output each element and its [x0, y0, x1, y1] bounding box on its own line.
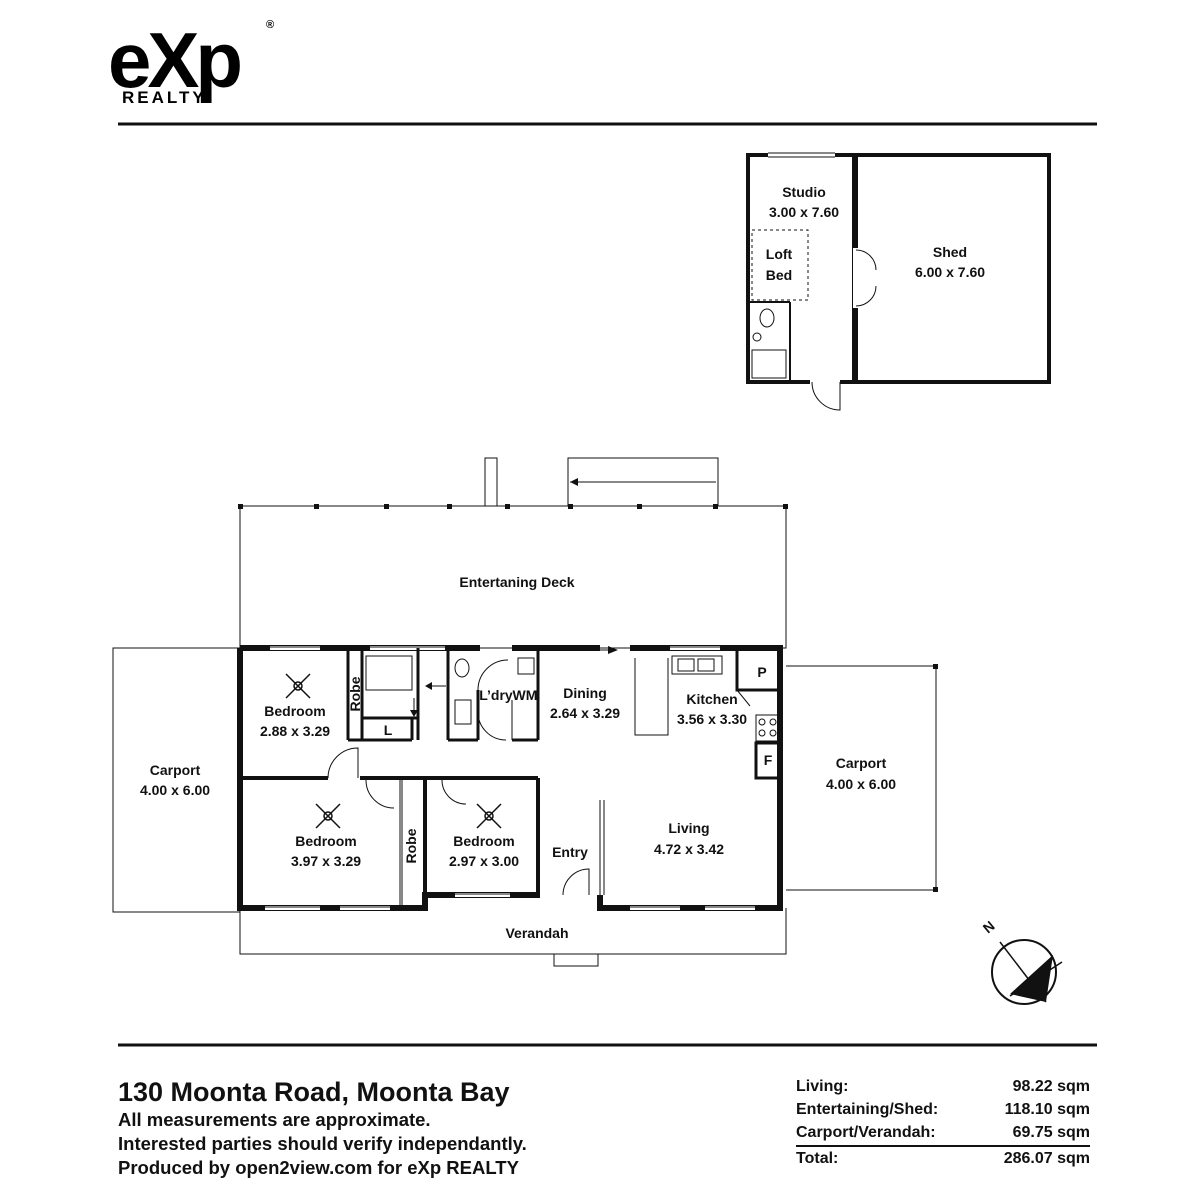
living-label: Living: [668, 820, 709, 836]
robe-2-label: Robe: [403, 828, 419, 863]
area-row: Carport/Verandah: 69.75 sqm: [796, 1121, 1090, 1144]
studio-shed-building: [746, 152, 1051, 411]
bedroom-1-dims: 2.88 x 3.29: [260, 723, 330, 739]
area-value: 69.75 sqm: [1012, 1124, 1090, 1141]
logo-subtext: REALTY: [122, 88, 207, 107]
total-label: Total:: [796, 1150, 839, 1167]
disclaimer-line: Interested parties should verify indepen…: [118, 1133, 527, 1154]
loft-bed-label: Bed: [766, 267, 792, 283]
bedroom-2-label: Bedroom: [295, 833, 356, 849]
area-label: Entertaining/Shed:: [796, 1101, 939, 1118]
area-total-row: Total: 286.07 sqm: [796, 1145, 1090, 1170]
bedroom-3-label: Bedroom: [453, 833, 514, 849]
kitchen-dims: 3.56 x 3.30: [677, 711, 747, 727]
robe-1-label: Robe: [347, 676, 363, 711]
carport-right-label: Carport: [836, 755, 887, 771]
dining-label: Dining: [563, 685, 607, 701]
wm-label: WM: [513, 687, 538, 703]
carport-left-label: Carport: [150, 762, 201, 778]
north-compass: [991, 939, 1063, 1005]
linen-label: L: [384, 722, 393, 738]
area-row: Entertaining/Shed: 118.10 sqm: [796, 1098, 1090, 1121]
area-row: Living: 98.22 sqm: [796, 1075, 1090, 1098]
area-summary: Living: 98.22 sqm Entertaining/Shed: 118…: [796, 1075, 1090, 1170]
north-label: N: [980, 918, 998, 937]
entry-label: Entry: [552, 844, 588, 860]
pantry-label: P: [757, 664, 766, 680]
main-house: [112, 457, 938, 967]
bedroom-2-dims: 3.97 x 3.29: [291, 853, 361, 869]
studio-label: Studio: [782, 184, 826, 200]
studio-dims: 3.00 x 7.60: [769, 204, 839, 220]
bedroom-1-label: Bedroom: [264, 703, 325, 719]
verandah-label: Verandah: [505, 925, 568, 941]
fridge-label: F: [764, 752, 773, 768]
area-value: 98.22 sqm: [1012, 1078, 1090, 1095]
laundry-label: L’dry: [479, 687, 513, 703]
registered-mark: ®: [266, 19, 274, 31]
deck-label: Entertaning Deck: [459, 574, 574, 590]
shed-dims: 6.00 x 7.60: [915, 264, 985, 280]
logo-text: eXp: [108, 16, 240, 104]
exp-realty-logo: eXp REALTY ®: [108, 16, 274, 107]
property-address: 130 Moonta Road, Moonta Bay: [118, 1077, 510, 1107]
total-value: 286.07 sqm: [1003, 1150, 1090, 1167]
loft-label: Loft: [766, 246, 793, 262]
property-info: 130 Moonta Road, Moonta Bay All measurem…: [118, 1076, 678, 1180]
bedroom-3-dims: 2.97 x 3.00: [449, 853, 519, 869]
kitchen-label: Kitchen: [686, 691, 737, 707]
area-value: 118.10 sqm: [1004, 1101, 1090, 1118]
dining-dims: 2.64 x 3.29: [550, 705, 620, 721]
living-dims: 4.72 x 3.42: [654, 841, 724, 857]
disclaimer-line: All measurements are approximate.: [118, 1109, 431, 1130]
credit-line: Produced by open2view.com for eXp REALTY: [118, 1157, 519, 1178]
area-label: Carport/Verandah:: [796, 1124, 936, 1141]
area-label: Living:: [796, 1078, 849, 1095]
carport-left-dims: 4.00 x 6.00: [140, 782, 210, 798]
carport-right-dims: 4.00 x 6.00: [826, 776, 896, 792]
shed-label: Shed: [933, 244, 967, 260]
